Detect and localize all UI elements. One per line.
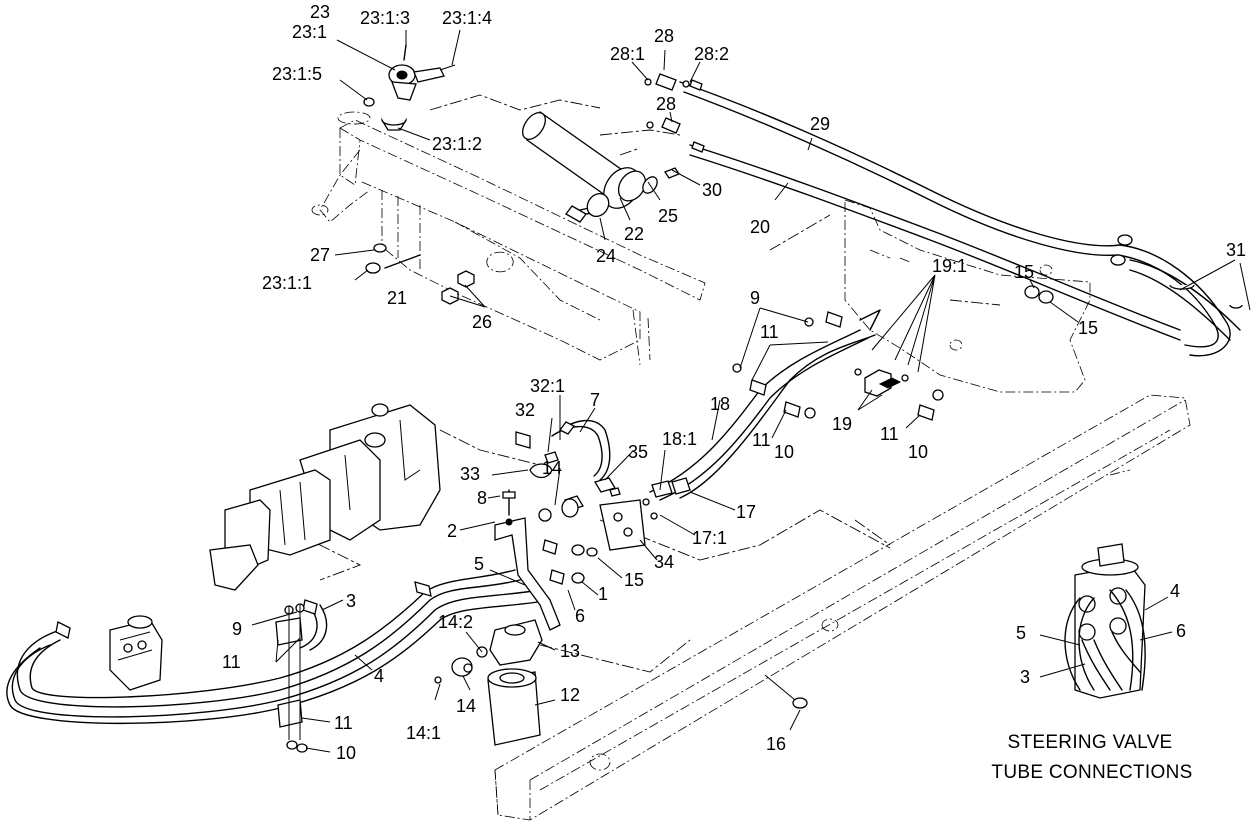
- callout-14-1: 14:1: [406, 723, 441, 743]
- callout-11-upper: 11: [760, 322, 779, 342]
- callout-28-top: 28: [654, 26, 674, 46]
- callout-18: 18: [710, 394, 730, 414]
- callout-28-1: 28:1: [610, 44, 645, 64]
- callout-23-1-4: 23:1:4: [442, 8, 492, 28]
- callout-23: 23: [310, 2, 330, 22]
- inset-caption: STEERING VALVE TUBE CONNECTIONS: [991, 732, 1192, 783]
- callout-19-1: 19:1: [932, 256, 967, 276]
- callout-5-inset: 5: [1016, 623, 1026, 643]
- inset-steering-valve: [1064, 543, 1146, 699]
- callout-4-main: 4: [374, 666, 384, 686]
- callout-11-bottom: 11: [334, 713, 353, 733]
- callout-28-mid: 28: [656, 94, 676, 114]
- callout-labels: 23 23:1 23:1:3 23:1:4 23:1:5 23:1:2 23:1…: [222, 2, 1246, 763]
- callout-10-bottom: 10: [336, 743, 356, 763]
- callout-4-inset: 4: [1170, 581, 1180, 601]
- callout-14-upper: 14: [542, 458, 562, 478]
- callout-10-mid: 10: [774, 442, 794, 462]
- callout-27: 27: [310, 245, 330, 265]
- callout-32: 32: [515, 400, 535, 420]
- callout-9-lower: 9: [232, 619, 242, 639]
- assembly-leader-lines: [299, 94, 1001, 673]
- callout-11-lower: 11: [222, 652, 241, 672]
- callout-8: 8: [477, 488, 487, 508]
- callout-14-2: 14:2: [438, 612, 473, 632]
- callout-3-inset: 3: [1020, 667, 1030, 687]
- callout-23-1-1: 23:1:1: [262, 273, 312, 293]
- callout-17: 17: [736, 502, 756, 522]
- callout-22: 22: [624, 224, 644, 244]
- caption-line-1: STEERING VALVE: [1007, 732, 1172, 753]
- callout-34: 34: [654, 552, 674, 572]
- hydraulic-pump: [209, 403, 441, 591]
- callout-6-main: 6: [575, 606, 585, 626]
- callout-23-1-2: 23:1:2: [432, 134, 482, 154]
- main-frame-rail: [494, 394, 1191, 821]
- callout-11-right: 11: [880, 424, 899, 444]
- steering-cylinder: [522, 111, 680, 223]
- callout-17-1: 17:1: [692, 528, 727, 548]
- callout-35: 35: [628, 442, 648, 462]
- steering-valve-left: [109, 615, 163, 691]
- caption-line-2: TUBE CONNECTIONS: [991, 762, 1192, 783]
- callout-23-1-3: 23:1:3: [360, 8, 410, 28]
- washers-15-right: [1024, 285, 1054, 304]
- callout-15-right: 15: [1078, 318, 1098, 338]
- callout-12: 12: [560, 685, 580, 705]
- callout-19: 19: [832, 414, 852, 434]
- rear-frame-ghost: [311, 111, 706, 366]
- callout-32-1: 32:1: [530, 376, 565, 396]
- hoses-20-29: [644, 73, 1243, 357]
- filter-bracket-assembly: [434, 477, 691, 746]
- callout-15-lower: 15: [624, 570, 644, 590]
- callout-18-1: 18:1: [662, 429, 697, 449]
- callout-25: 25: [658, 206, 678, 226]
- callout-30: 30: [702, 180, 722, 200]
- callout-5-main: 5: [474, 554, 484, 574]
- callout-7: 7: [590, 390, 600, 410]
- callout-leaders: [251, 29, 1251, 753]
- callout-15-upper: 15: [1014, 262, 1034, 282]
- callout-28-2: 28:2: [694, 44, 729, 64]
- callout-13: 13: [560, 641, 580, 661]
- callout-9-upper: 9: [750, 288, 760, 308]
- callout-1: 1: [598, 584, 608, 604]
- right-frame-ghost: [844, 199, 1091, 393]
- tube-7-and-fittings: [515, 419, 611, 481]
- callout-29: 29: [810, 114, 830, 134]
- callout-6-inset: 6: [1176, 621, 1186, 641]
- callout-33: 33: [460, 464, 480, 484]
- callout-23-1: 23:1: [292, 22, 327, 42]
- callout-3-main: 3: [346, 591, 356, 611]
- callout-26: 26: [472, 312, 492, 332]
- callout-20: 20: [750, 217, 770, 237]
- bolt-16: [764, 674, 808, 709]
- tubes-17-18: [649, 309, 944, 501]
- callout-14-lower: 14: [456, 696, 476, 716]
- callout-31: 31: [1226, 240, 1246, 260]
- callout-2: 2: [447, 521, 457, 541]
- callout-24: 24: [596, 246, 616, 266]
- steering-arm-assembly: [363, 44, 475, 305]
- callout-21: 21: [387, 288, 407, 308]
- callout-16: 16: [766, 734, 786, 754]
- callout-23-1-5: 23:1:5: [272, 64, 322, 84]
- callout-10-right: 10: [908, 442, 928, 462]
- tube-clamps-left: [275, 603, 308, 753]
- callout-11-mid: 11: [752, 430, 771, 450]
